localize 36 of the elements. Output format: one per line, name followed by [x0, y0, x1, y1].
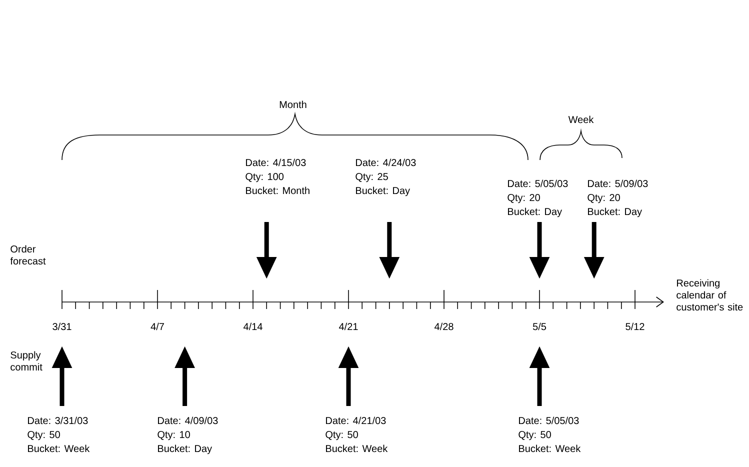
forecast-detail: Bucket: Month — [246, 186, 310, 194]
commit-detail: Bucket: Week — [326, 444, 388, 452]
row-label: Supply commit — [10, 351, 42, 371]
forecast-detail: Bucket: Day — [356, 186, 410, 196]
commit-detail: Date: 5/05/03 — [519, 416, 579, 424]
tick-label: 4/28 — [434, 322, 454, 330]
commit-detail: Date: 4/09/03 — [158, 416, 218, 424]
forecast-detail: Qty: 25 — [356, 173, 388, 182]
forecast-detail: Qty: 20 — [508, 194, 540, 204]
tick-label: 5/12 — [626, 322, 644, 330]
forecast-detail: Qty: 100 — [246, 173, 284, 182]
commit-detail: Qty: 50 — [28, 431, 60, 440]
tick-label: 4/21 — [339, 322, 358, 330]
commit-detail: Date: 3/31/03 — [28, 416, 88, 424]
commit-detail: Qty: 50 — [518, 431, 551, 440]
forecast-detail: Bucket: Day — [508, 208, 562, 218]
forecast-detail: Date: 5/05/03 — [508, 180, 568, 188]
axis-caption: Receiving calendar of customer's site — [676, 279, 743, 311]
forecast-detail: Qty: 20 — [588, 194, 620, 204]
forecast-detail: Date: 4/24/03 — [356, 158, 416, 166]
commit-detail: Bucket: Day — [158, 444, 212, 454]
commit-detail: Qty: 10 — [158, 431, 190, 440]
forecast-detail: Date: 4/15/03 — [246, 158, 306, 166]
commit-detail: Bucket: Week — [28, 444, 90, 452]
tick-label: 4/7 — [150, 322, 164, 330]
tick-label: 4/14 — [244, 322, 262, 330]
forecast-detail: Date: 5/09/03 — [588, 180, 648, 188]
commit-detail: Qty: 50 — [326, 431, 358, 440]
forecast-detail: Bucket: Day — [588, 208, 642, 218]
row-label: Order forecast — [10, 245, 46, 265]
tick-label: 3/31 — [52, 322, 72, 330]
brace-label: Week — [568, 116, 594, 124]
brace-label: Month — [280, 100, 306, 108]
commit-detail: Date: 4/21/03 — [326, 416, 386, 424]
commit-detail: Bucket: Week — [519, 444, 581, 452]
tick-label: 5/5 — [532, 322, 546, 330]
